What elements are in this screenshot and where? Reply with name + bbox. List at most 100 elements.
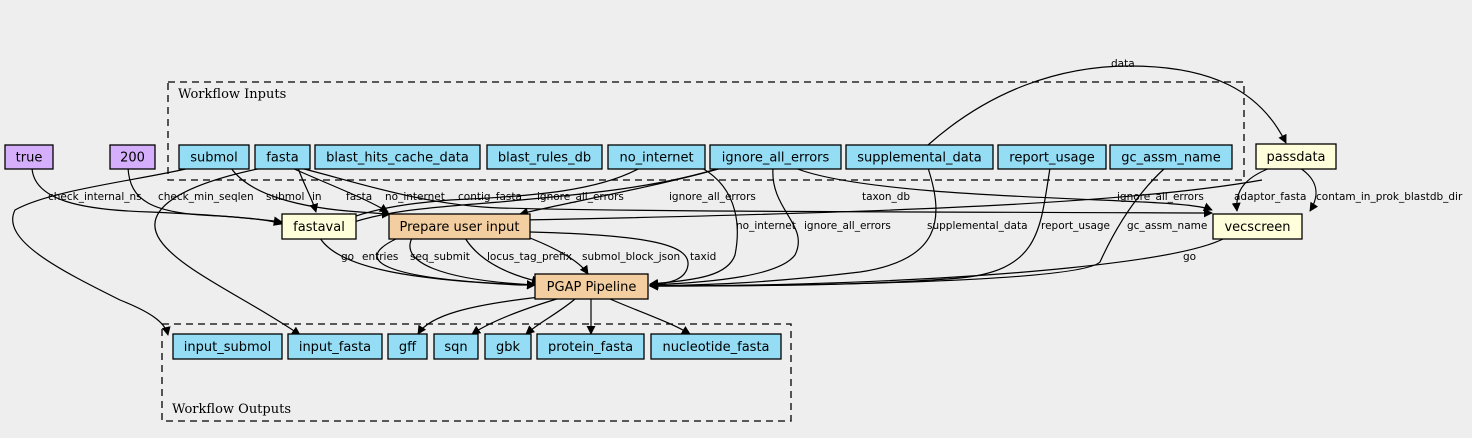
edge-label: go (341, 251, 354, 263)
node-gff-output: gff (387, 333, 428, 360)
node-label: Prepare user input (399, 220, 519, 235)
workflow-inputs-cluster: Workflow Inputs (167, 81, 1245, 181)
node-label: gbk (496, 340, 521, 355)
edge-label: contig_fasta (458, 191, 522, 203)
node-report-usage-input: report_usage (997, 144, 1107, 170)
edge-label: seq_submit (410, 251, 470, 263)
edge-adaptor-fasta: adaptor_fasta (1231, 167, 1306, 212)
node-ignore-all-errors-input: ignore_all_errors (709, 144, 842, 170)
node-gbk-output: gbk (484, 333, 532, 360)
edge-label: submol (266, 191, 304, 203)
node-label: ignore_all_errors (722, 151, 830, 166)
edge-label: no_internet (736, 220, 796, 232)
edge-fasta-to-input-fasta (154, 167, 301, 336)
workflow-outputs-cluster: Workflow Outputs (161, 323, 792, 422)
edge-ignore-all-errors-2: ignore_all_errors (519, 167, 756, 217)
node-protein-fasta-output: protein_fasta (536, 333, 645, 360)
edge-ignore-all-errors-pgap: ignore_all_errors (649, 167, 891, 290)
edge-submol-block-json: submol_block_json (529, 237, 680, 275)
node-label: passdata (1266, 150, 1325, 165)
node-passdata-step: passdata (1255, 143, 1337, 170)
edge-label: data (1111, 58, 1135, 70)
node-supplemental-data-input: supplemental_data (845, 144, 994, 170)
edge-fasta-in: in (297, 167, 322, 213)
workflow-outputs-label: Workflow Outputs (172, 402, 291, 417)
edge-label: taxid (690, 251, 716, 263)
node-blast-hits-cache-data-input: blast_hits_cache_data (314, 144, 481, 170)
node-label: blast_rules_db (498, 151, 591, 166)
node-true-constant: true (4, 144, 54, 170)
edge-pgap-gbk (525, 298, 576, 335)
edge-label: adaptor_fasta (1234, 191, 1306, 203)
edge-label: submol_block_json (582, 251, 680, 263)
node-label: protein_fasta (548, 340, 633, 355)
edge-supplemental-data: supplemental_data (649, 167, 1028, 291)
node-label: sqn (444, 340, 467, 355)
edge-label: taxon_db (862, 191, 910, 203)
edge-taxid: taxid (529, 231, 716, 289)
edge-label: ignore_all_errors (804, 220, 891, 232)
node-vecscreen-step: vecscreen (1212, 213, 1303, 240)
node-label: gc_assm_name (1121, 151, 1220, 166)
node-fastaval-step: fastaval (281, 213, 357, 240)
node-blast-rules-db-input: blast_rules_db (486, 144, 603, 170)
edge-label: check_min_seqlen (158, 191, 254, 203)
node-prepare-user-input-subworkflow: Prepare user input (388, 213, 531, 240)
edge-label: entries (362, 251, 398, 263)
edge-label: fasta (346, 191, 372, 203)
edge-go-vecscreen: go (649, 237, 1226, 291)
node-label: gff (399, 340, 417, 355)
edge-ignore-all-errors-1: ignore_all_errors (344, 167, 721, 227)
edge-label: ignore_all_errors (537, 191, 624, 203)
edge-label: ignore_all_errors (1117, 191, 1204, 203)
edge-locus-tag-prefix: locus_tag_prefix (464, 237, 572, 285)
edge-label: gc_assm_name (1127, 220, 1207, 232)
edge-label: in (312, 191, 322, 203)
edge-pgap-sqn (471, 297, 561, 335)
workflow-inputs-label: Workflow Inputs (178, 87, 286, 102)
edge-pgap-gff (417, 296, 541, 335)
node-gc-assm-name-input: gc_assm_name (1109, 144, 1233, 170)
edge-no-internet-pgap: no_internet (649, 167, 796, 288)
edge-label: contam_in_prok_blastdb_dir (1316, 191, 1463, 203)
node-label: submol (190, 151, 238, 166)
node-nucleotide-fasta-output: nucleotide_fasta (650, 333, 782, 360)
edge-contig-fasta: contig_fasta (299, 167, 1213, 218)
node-label: fastaval (293, 220, 345, 235)
node-label: input_fasta (299, 340, 371, 355)
edge-label: locus_tag_prefix (487, 251, 572, 263)
node-input-fasta-output: input_fasta (287, 333, 383, 360)
node-input-submol-output: input_submol (172, 333, 283, 360)
edge-taxon-db: taxon_db (519, 179, 1263, 225)
edge-label: check_internal_ns (48, 191, 142, 203)
edge-ignore-all-errors-3: ignore_all_errors (794, 167, 1213, 212)
edge-submol-to-prepare: submol (230, 167, 391, 219)
node-fasta-input: fasta (254, 144, 311, 170)
node-label: input_submol (184, 340, 271, 355)
edge-seq-submit: seq_submit (409, 237, 536, 290)
node-submol-input: submol (178, 144, 250, 170)
edge-passdata-data: data (927, 58, 1287, 146)
edge-label: supplemental_data (927, 220, 1028, 232)
node-label: PGAP Pipeline (547, 280, 637, 295)
node-label: no_internet (619, 151, 693, 166)
edge-label: ignore_all_errors (669, 191, 756, 203)
node-label: fasta (266, 151, 298, 166)
node-label: supplemental_data (857, 151, 981, 166)
node-200-constant: 200 (109, 144, 156, 170)
edge-contam-in-prok-blastdb-dir: contam_in_prok_blastdb_dir (1299, 167, 1463, 212)
node-no-internet-input: no_internet (607, 144, 706, 170)
edge-pgap-nucleotide-fasta (609, 298, 691, 335)
edge-fasta-to-prepare: fasta (291, 167, 389, 213)
node-label: report_usage (1009, 151, 1094, 166)
edge-label: report_usage (1041, 220, 1110, 232)
edge-label: go (1183, 251, 1196, 263)
node-label: nucleotide_fasta (662, 340, 769, 355)
node-label: true (16, 151, 43, 166)
edge-entries: entries (362, 237, 536, 290)
node-sqn-output: sqn (433, 333, 479, 360)
node-pgap-pipeline-subworkflow: PGAP Pipeline (534, 273, 649, 300)
node-label: 200 (120, 151, 145, 166)
node-label: vecscreen (1224, 220, 1290, 235)
